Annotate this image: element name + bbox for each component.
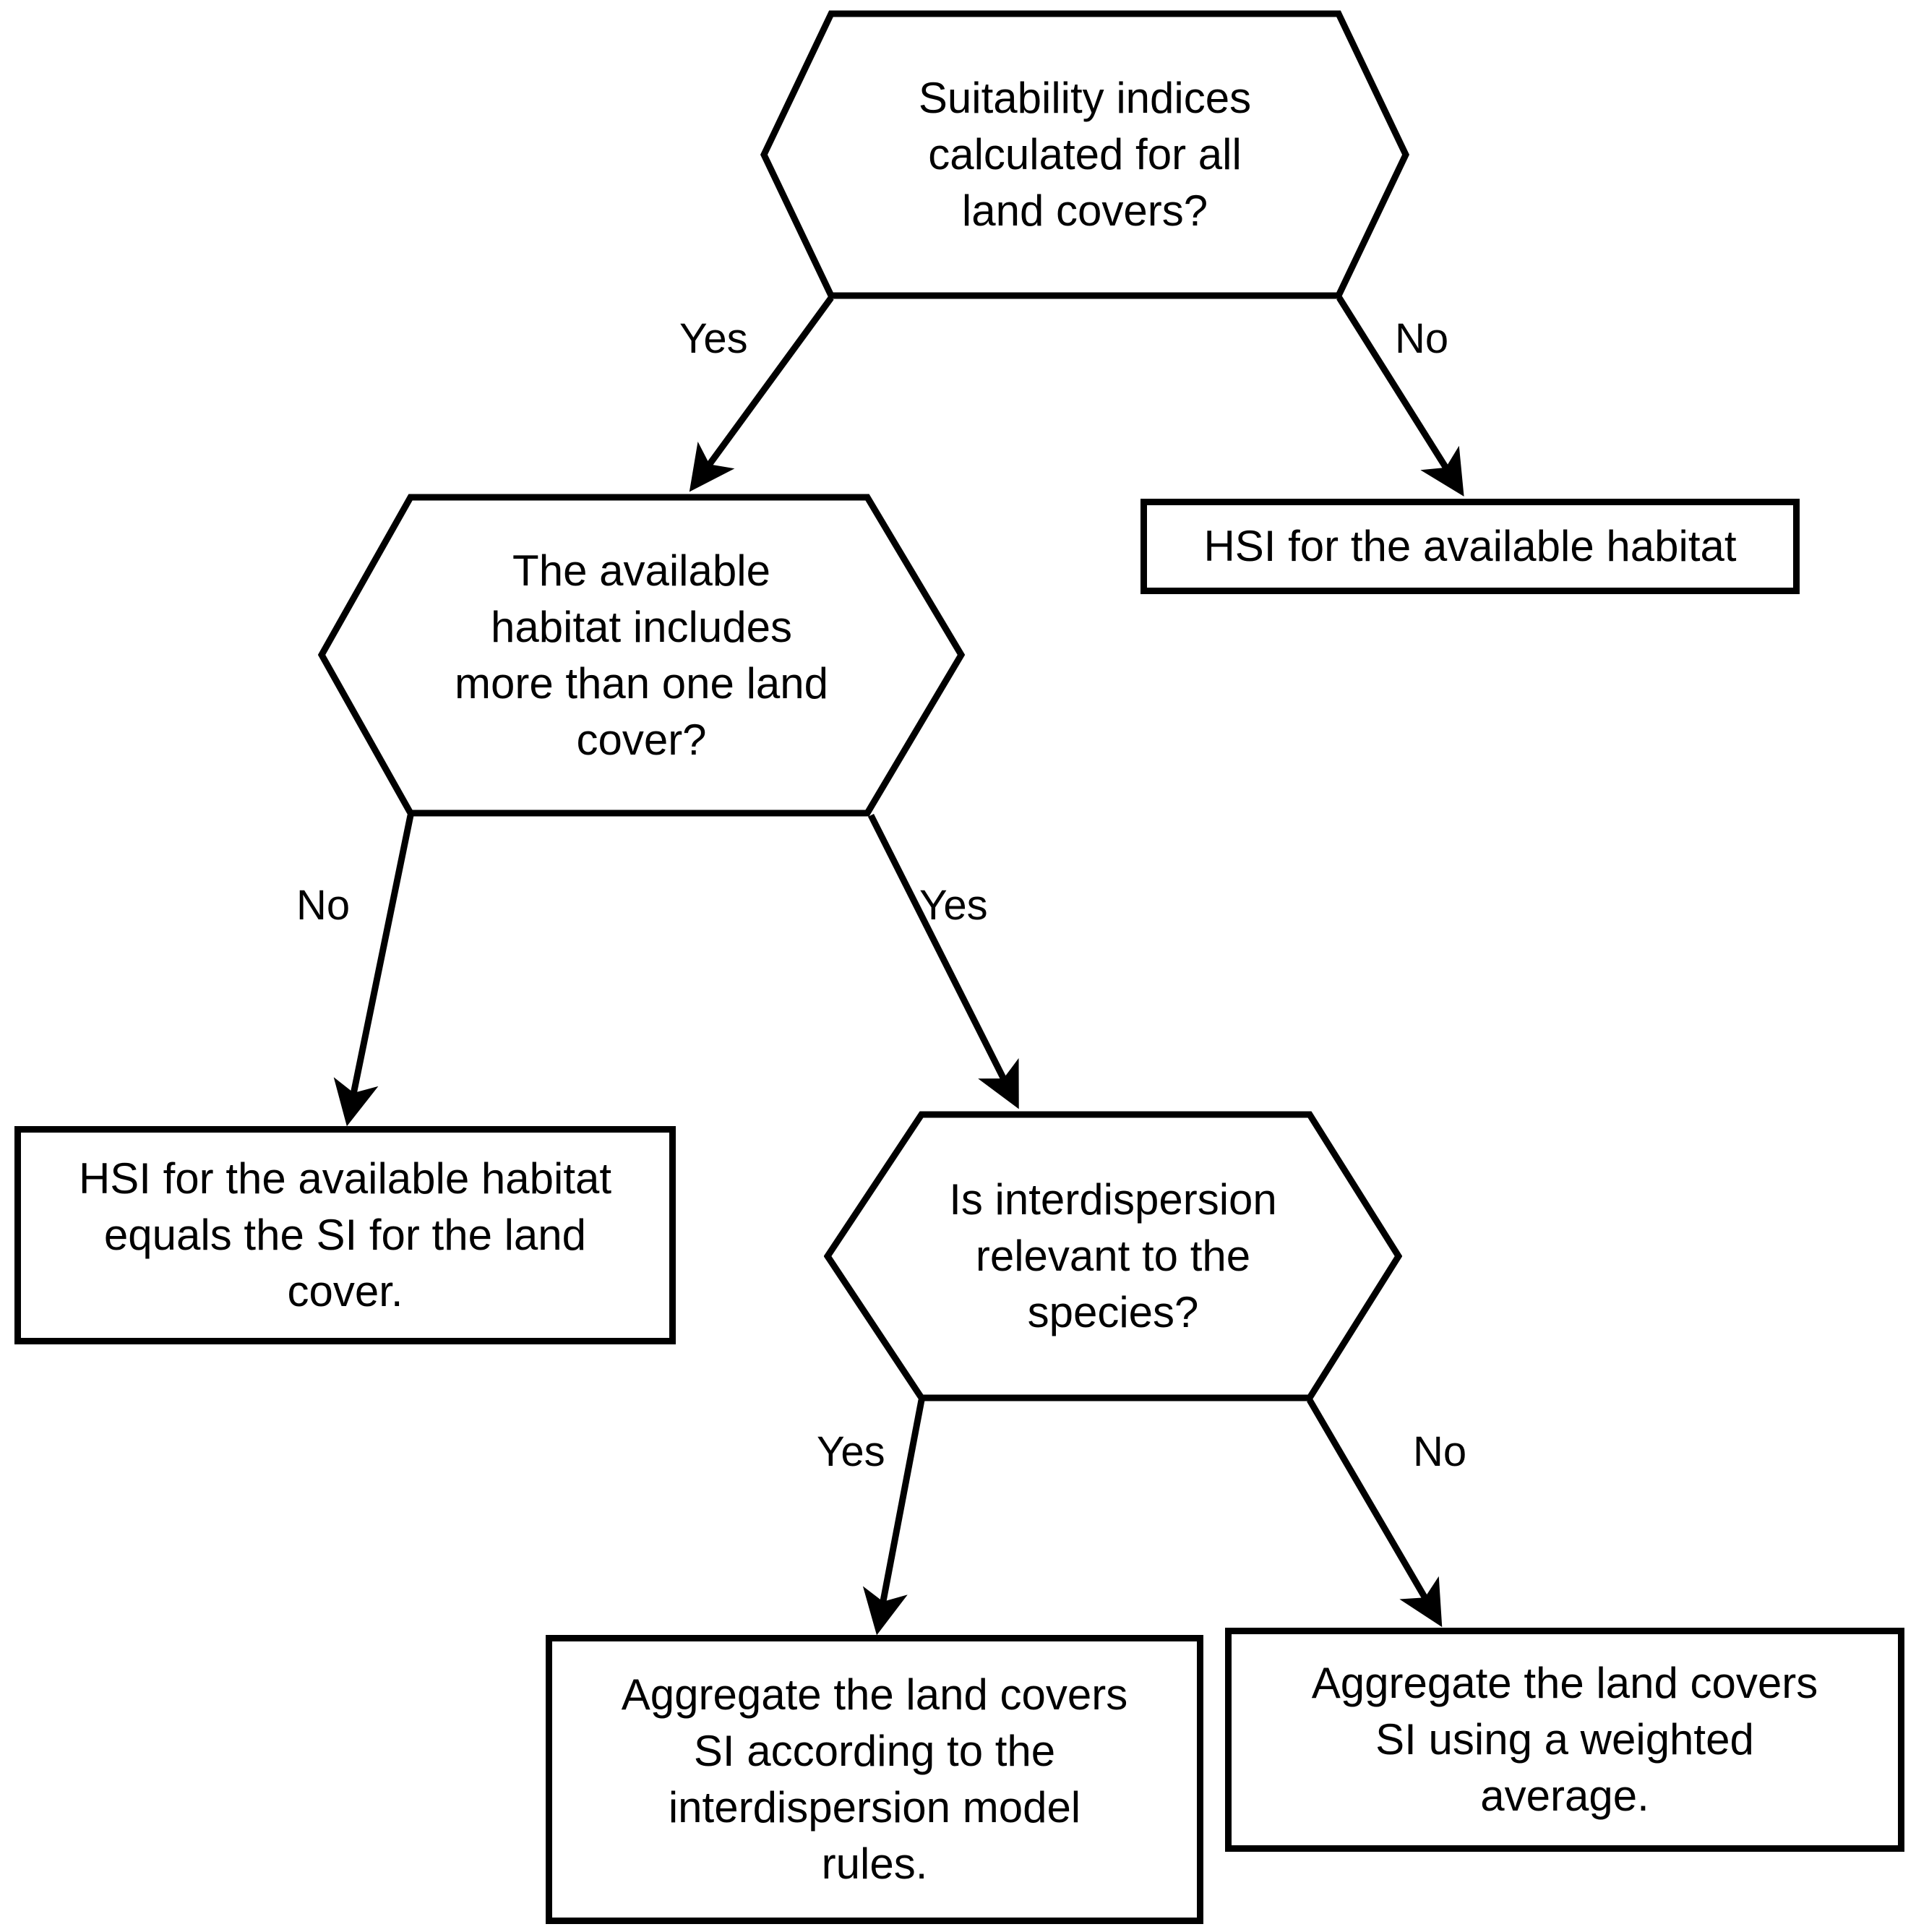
hexagon-outline (760, 10, 1409, 299)
process-hsi-for-available-habitat-label: HSI for the available habitat (1203, 522, 1737, 570)
edge-no-2-line (333, 815, 414, 1127)
hexagon-outline (824, 1111, 1402, 1401)
edge-label-no-interdispersion: No (1413, 1428, 1467, 1475)
edge-label-no-multicover: No (296, 882, 351, 929)
decision-more-than-one-land-cover[interactable]: The available habitat includes more than… (318, 494, 965, 817)
decision-suitability-indices-label: Suitability indices calculated for all l… (918, 74, 1252, 235)
edge-yes-2-line (867, 813, 1019, 1109)
process-hsi-equals-si-land-cover[interactable]: HSI for the available habitat equals the… (14, 1126, 676, 1344)
edge-label-yes-interdispersion: Yes (817, 1428, 885, 1475)
edge-label-yes-multicover: Yes (919, 882, 988, 929)
decision-interdispersion-relevant-label: Is interdispersion relevant to the speci… (949, 1175, 1277, 1336)
process-aggregate-interdispersion-rules-label: Aggregate the land covers SI according t… (621, 1670, 1128, 1888)
hexagon-outline (318, 494, 965, 817)
edge-label-no-suitability: No (1395, 315, 1449, 362)
edge-label-yes-suitability: Yes (679, 315, 748, 362)
process-aggregate-weighted-average[interactable]: Aggregate the land covers SI using a wei… (1225, 1628, 1904, 1852)
process-aggregate-weighted-average-label: Aggregate the land covers SI using a wei… (1311, 1659, 1818, 1820)
process-hsi-equals-si-land-cover-label: HSI for the available habitat equals the… (78, 1154, 612, 1315)
decision-interdispersion-relevant[interactable]: Is interdispersion relevant to the speci… (824, 1111, 1402, 1401)
process-hsi-for-available-habitat[interactable]: HSI for the available habitat (1140, 499, 1800, 594)
process-aggregate-interdispersion-rules[interactable]: Aggregate the land covers SI according t… (546, 1635, 1203, 1924)
decision-more-than-one-land-cover-label: The available habitat includes more than… (454, 546, 829, 764)
decision-suitability-indices[interactable]: Suitability indices calculated for all l… (760, 10, 1409, 299)
